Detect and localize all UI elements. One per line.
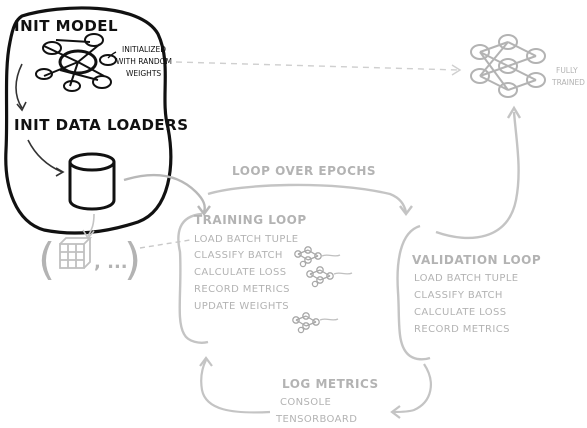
loss-network-icon xyxy=(306,266,353,288)
validation-loop-title: VALIDATION LOOP xyxy=(412,253,541,267)
training-step-2: CLASSIFY BATCH xyxy=(194,250,283,261)
log-metrics-title: LOG METRICS xyxy=(282,377,379,391)
validation-step-4: RECORD METRICS xyxy=(414,324,510,335)
training-step-5: UPDATE WEIGHTS xyxy=(194,301,289,312)
validation-step-3: CALCULATE LOSS xyxy=(414,307,507,318)
fully-trained-network-icon xyxy=(470,34,546,98)
init-to-trained-dashed-arrow xyxy=(175,61,459,71)
random-weights-network-icon xyxy=(35,33,117,92)
tuple-open-paren: ( xyxy=(38,234,55,285)
log-metrics-item-1: CONSOLE xyxy=(280,397,331,408)
training-to-validation-arrow xyxy=(207,183,408,213)
validation-step-2: CLASSIFY BATCH xyxy=(414,290,503,301)
sample-cube-icon xyxy=(59,237,93,269)
log-metrics-item-2: TENSORBOARD xyxy=(275,414,357,425)
tuple-close-paren: ) xyxy=(124,234,141,285)
training-step-1: LOAD BATCH TUPLE xyxy=(194,234,299,245)
log-to-training-arrow xyxy=(200,359,271,414)
validation-to-log-arrow xyxy=(393,363,432,414)
dataset-to-tuple-arrow xyxy=(87,213,95,237)
init-note-line-2: WITH RANDOM xyxy=(116,57,172,66)
validation-step-1: LOAD BATCH TUPLE xyxy=(414,273,519,284)
init-data-loaders-title: INIT DATA LOADERS xyxy=(14,116,189,134)
init-model-to-loaders-arrow xyxy=(15,63,23,109)
dataset-cylinder-icon xyxy=(68,152,116,211)
training-loop-title: TRAINING LOOP xyxy=(194,213,307,227)
init-note-line-1: INITIALIZED xyxy=(122,45,166,54)
training-step-3: CALCULATE LOSS xyxy=(194,267,287,278)
fully-trained-label-line-1: FULLY xyxy=(556,66,578,75)
training-step-4: RECORD METRICS xyxy=(194,284,290,295)
validation-to-trained-arrow xyxy=(435,111,520,240)
tuple-ellipsis: , ... xyxy=(94,252,128,273)
init-note-line-3: WEIGHTS xyxy=(126,69,161,78)
loop-over-epochs-label: LOOP OVER EPOCHS xyxy=(232,164,376,178)
validation-loop-bracket xyxy=(396,224,431,361)
weights-note-arrow xyxy=(107,51,117,59)
training-loop-bracket xyxy=(177,212,209,344)
update-weights-network-icon xyxy=(292,312,339,334)
dataset-to-training-arrow xyxy=(123,173,206,213)
init-model-title: INIT MODEL xyxy=(14,17,118,35)
fully-trained-label-line-2: TRAINED xyxy=(551,78,585,87)
tuple-to-training-dashed-arrow xyxy=(139,239,191,249)
loaders-to-dataset-arrow xyxy=(27,139,63,173)
classify-network-icon xyxy=(294,246,341,268)
init-highlight-outline xyxy=(4,6,173,235)
